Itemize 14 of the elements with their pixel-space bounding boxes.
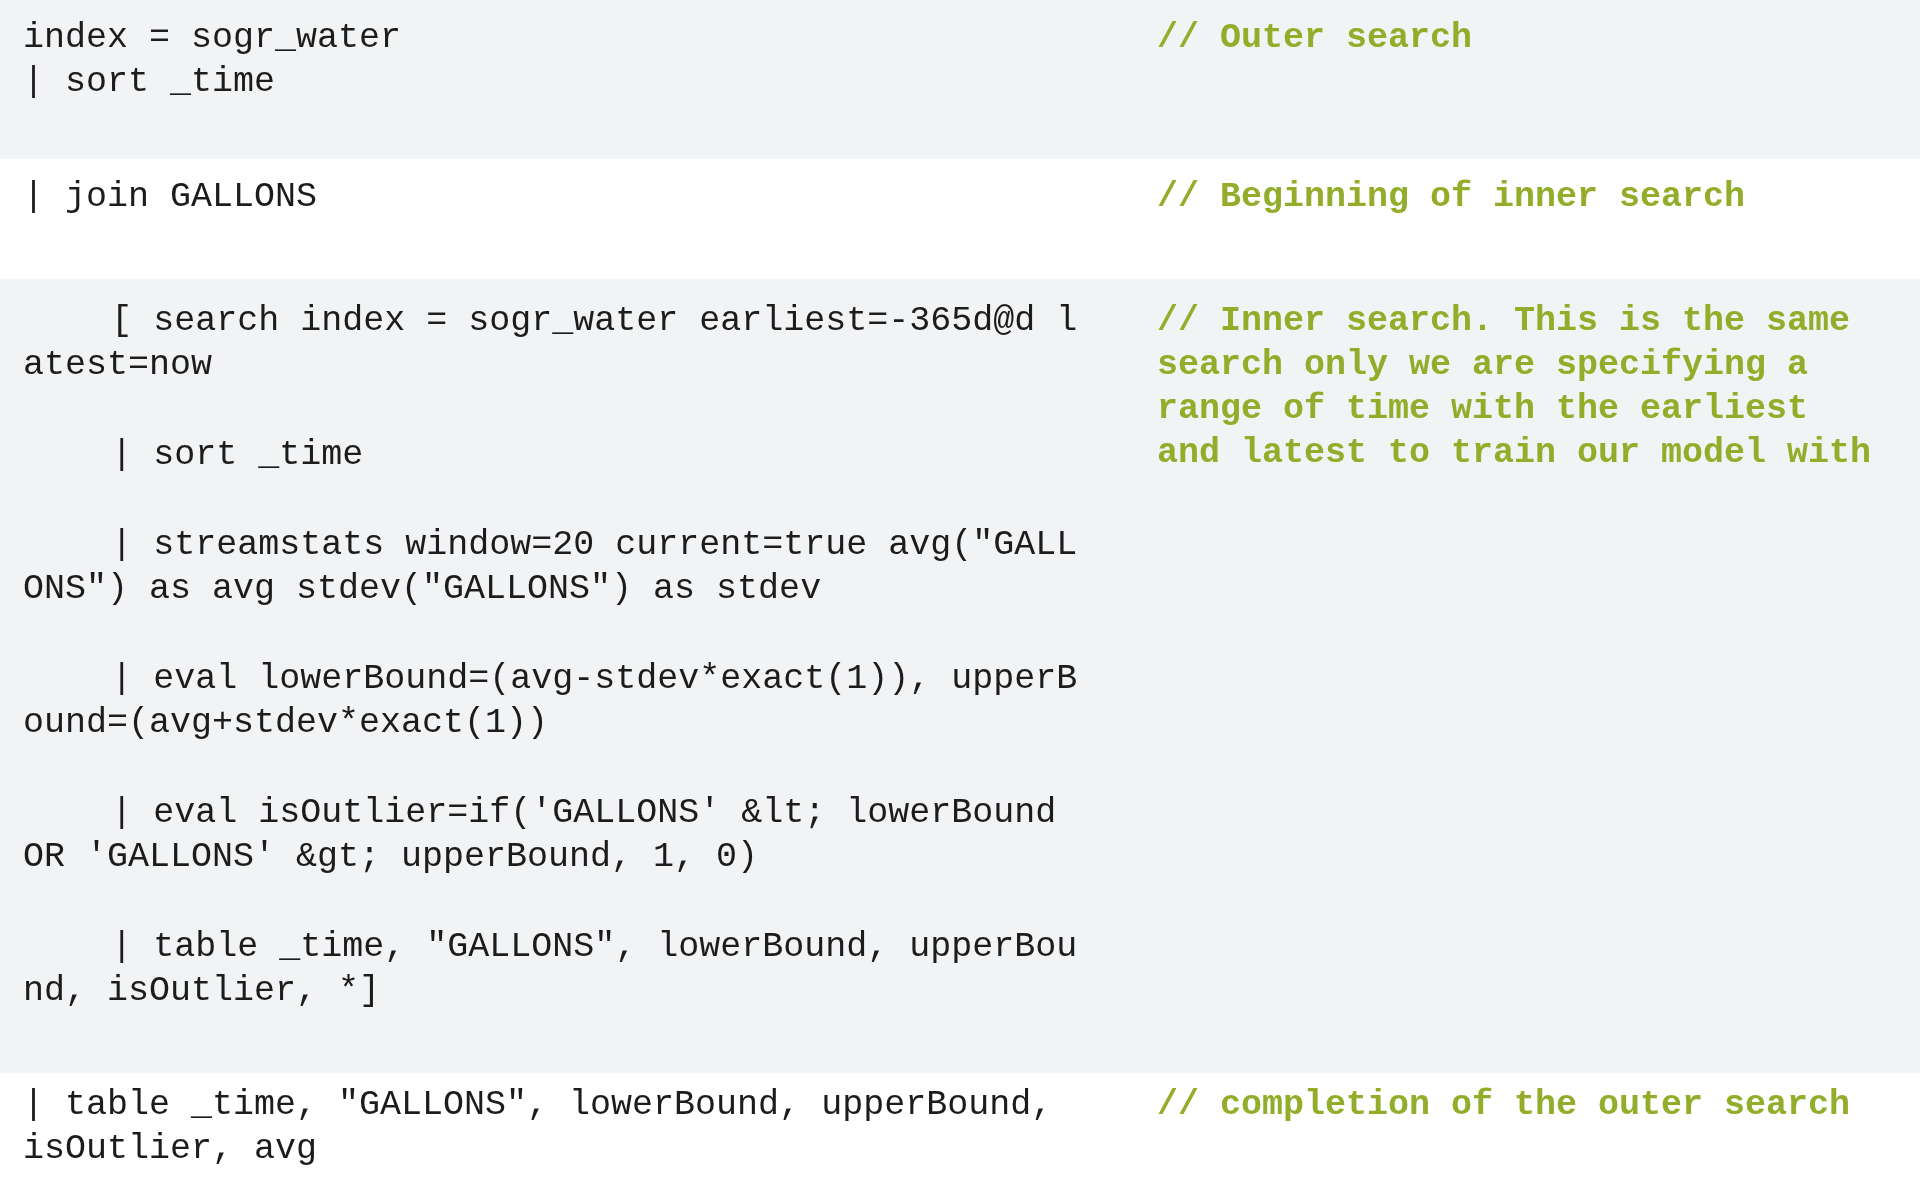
- code-line: | streamstats window=20 current=true avg("GALLONS") as avg stdev("GALLONS") as stdev: [23, 524, 1079, 611]
- code-comment: // Outer search: [1157, 17, 1474, 60]
- code-line: | sort _time: [110, 434, 365, 477]
- code-line: | table _time, "GALLONS", lowerBound, upperBound, isOutlier, *]: [23, 926, 1079, 1013]
- code-comment: // Inner search. This is the same search only we are specifying a range of time with the earliest and latest to train our model with: [1157, 300, 1873, 475]
- code-comment: // completion of the outer search: [1157, 1084, 1852, 1127]
- code-line: | join GALLONS: [23, 176, 319, 219]
- code-line: | eval isOutlier=if('GALLONS' &lt; lowerBound OR 'GALLONS' &gt; upperBound, 1, 0): [23, 792, 1058, 879]
- code-line: [ search index = sogr_water earliest=-365d@d latest=now: [23, 300, 1079, 387]
- code-comment: // Beginning of inner search: [1157, 176, 1747, 219]
- code-line: | table _time, "GALLONS", lowerBound, upperBound, isOutlier, avg: [23, 1084, 1054, 1171]
- code-line: | sort _time: [23, 61, 277, 104]
- code-line: index = sogr_water: [23, 17, 403, 60]
- code-line: | eval lowerBound=(avg-stdev*exact(1)), upperBound=(avg+stdev*exact(1)): [23, 658, 1079, 745]
